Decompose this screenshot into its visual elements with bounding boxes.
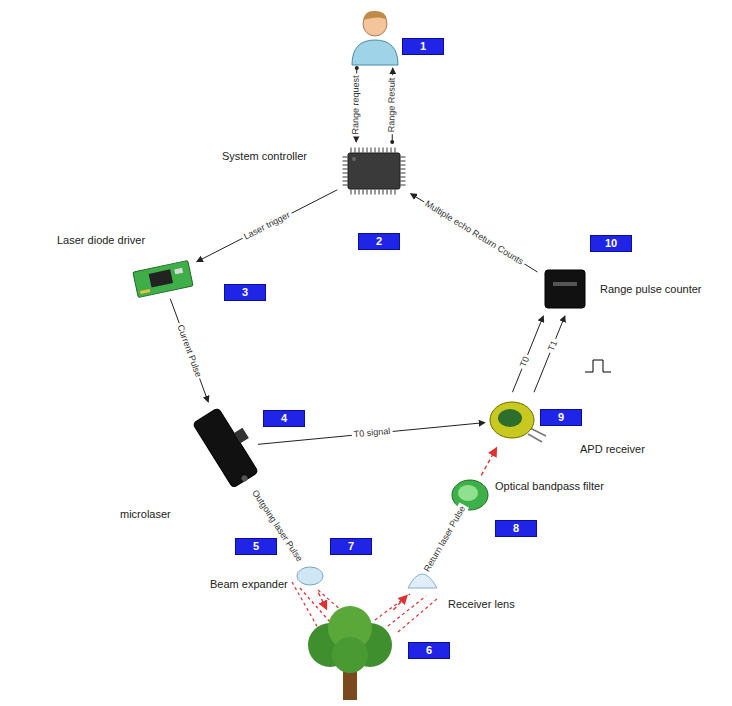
component: Beam expander5	[295, 562, 325, 590]
signal-connector	[197, 190, 338, 262]
callout-number: 8	[495, 520, 537, 537]
laser-beam-connector	[481, 448, 496, 476]
laser-beam-connector	[393, 595, 407, 610]
connector-label: Current Pulse	[174, 321, 205, 380]
component: APD receiver9	[488, 395, 536, 445]
apd-can	[490, 402, 546, 442]
callout-number: 3	[224, 284, 266, 301]
beam-expander-lens	[297, 567, 323, 585]
user-figure	[352, 11, 398, 65]
component-label: microlaser	[120, 508, 171, 521]
component: microlaser4	[195, 405, 255, 490]
receiver-lens-shape	[408, 574, 437, 588]
signal-connector	[170, 299, 208, 402]
signal-connector	[534, 316, 565, 392]
callout-number: 6	[408, 642, 450, 659]
laser-beam-connector	[318, 593, 326, 610]
component-label: APD receiver	[580, 443, 645, 456]
controller-chip	[345, 150, 403, 192]
component-label: Optical bandpass filter	[495, 480, 604, 493]
connector-label: T1	[545, 338, 561, 356]
connector-label: Range request	[351, 73, 362, 136]
component-label: System controller	[222, 150, 307, 163]
component: 1	[350, 10, 400, 65]
component-label: Range pulse counter	[600, 283, 702, 296]
connector-label: T0	[517, 353, 533, 371]
microlaser-housing	[193, 402, 268, 488]
connector-label: Return laser Pulse	[421, 502, 469, 575]
pulse-symbol	[585, 360, 611, 372]
tree-target	[308, 606, 392, 700]
counter-chip	[545, 270, 585, 308]
component-label: Beam expander	[210, 578, 288, 591]
callout-number: 1	[402, 38, 444, 55]
connector-label: Range Result	[387, 76, 398, 135]
callout-number: 9	[540, 409, 582, 426]
component: System controller2	[340, 145, 408, 197]
component: 6	[300, 612, 400, 700]
callout-number: 7	[330, 538, 372, 555]
component: Range pulse counter10	[540, 265, 590, 313]
callout-number: 5	[235, 538, 277, 555]
component: Laser diode driver3	[132, 262, 194, 296]
connector-label: T0 signal	[351, 426, 392, 441]
signal-connector	[411, 194, 538, 272]
component-label: Receiver lens	[448, 598, 515, 611]
driver-board	[133, 260, 193, 297]
callout-number: 2	[358, 233, 400, 250]
connector-label: Multiple echo Return Counts	[421, 197, 527, 268]
connector-label: Outgoing laser Pulse	[248, 486, 305, 565]
callout-number: 4	[263, 410, 305, 427]
callout-number: 10	[590, 235, 632, 252]
connector-label: Laser trigger	[240, 208, 294, 243]
component-label: Laser diode driver	[57, 234, 145, 247]
